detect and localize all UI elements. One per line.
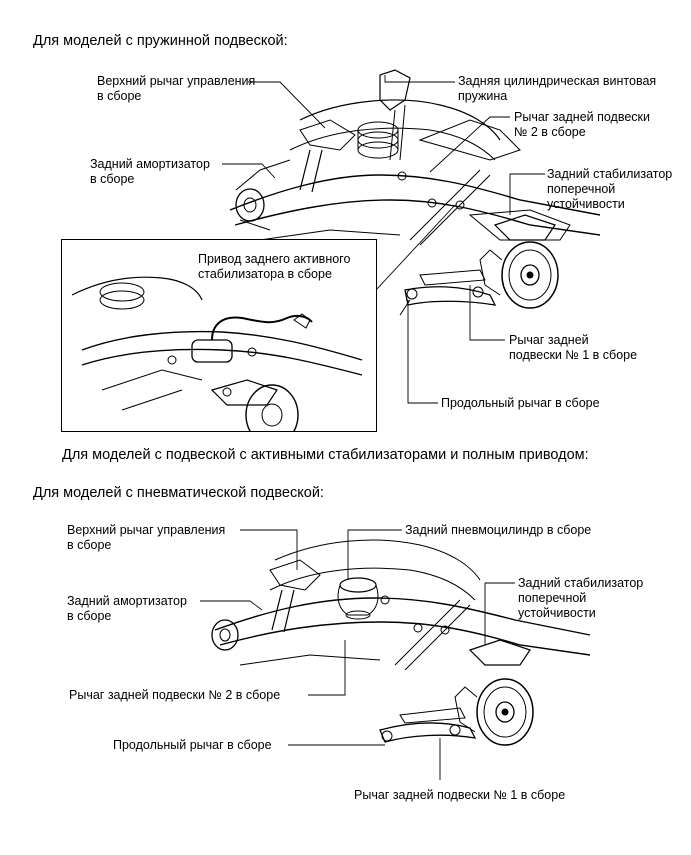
air-label-upper-arm-line1: Верхний рычаг управления — [67, 523, 226, 537]
spring-suspension-drawing — [229, 69, 601, 316]
air-label-stabilizer-line3: устойчивости — [518, 606, 596, 620]
label-actuator-line1: Привод заднего активного — [196, 252, 353, 267]
air-leader-lines — [200, 529, 515, 780]
air-label-stabilizer-line2: поперечной — [518, 591, 587, 605]
label-upper-arm-line1: Верхний рычаг управления — [97, 74, 256, 88]
air-label-trailing-arm: Продольный рычаг в сборе — [113, 738, 272, 752]
air-label-air-cylinder: Задний пневмоцилиндр в сборе — [405, 523, 592, 537]
air-label-shock-line2: в сборе — [67, 609, 112, 623]
label-coil-spring-line2: пружина — [458, 89, 508, 103]
air-label-arm1: Рычаг задней подвески № 1 в сборе — [354, 788, 566, 802]
label-arm2-line2: № 2 в сборе — [514, 125, 586, 139]
inset-drawing — [71, 276, 363, 431]
label-arm1-line2: подвески № 1 в сборе — [509, 348, 638, 362]
label-shock-line2: в сборе — [90, 172, 135, 186]
label-stabilizer-line1: Задний стабилизатор — [547, 167, 673, 181]
label-shock-line1: Задний амортизатор — [90, 157, 210, 171]
label-stabilizer-line3: устойчивости — [547, 197, 625, 211]
label-trailing-arm: Продольный рычаг в сборе — [441, 396, 600, 410]
label-arm1-line1: Рычаг задней — [509, 333, 589, 347]
label-arm2-line1: Рычаг задней подвески — [514, 110, 650, 124]
spring-heading: Для моделей с пружинной подвеской: — [33, 33, 288, 49]
air-label-upper-arm-line2: в сборе — [67, 538, 112, 552]
label-upper-arm-line2: в сборе — [97, 89, 142, 103]
label-stabilizer-line2: поперечной — [547, 182, 616, 196]
label-actuator-line2: стабилизатора в сборе — [196, 267, 334, 282]
air-label-shock-line1: Задний амортизатор — [67, 594, 187, 608]
air-heading: Для моделей с пневматической подвеской: — [33, 485, 324, 501]
air-suspension-drawing — [211, 539, 591, 746]
spring-caption: Для моделей с подвеской с активными стаб… — [62, 447, 589, 463]
air-label-arm2: Рычаг задней подвески № 2 в сборе — [69, 688, 281, 702]
air-label-stabilizer-line1: Задний стабилизатор — [518, 576, 644, 590]
label-coil-spring-line1: Задняя цилиндрическая винтовая — [458, 74, 657, 88]
